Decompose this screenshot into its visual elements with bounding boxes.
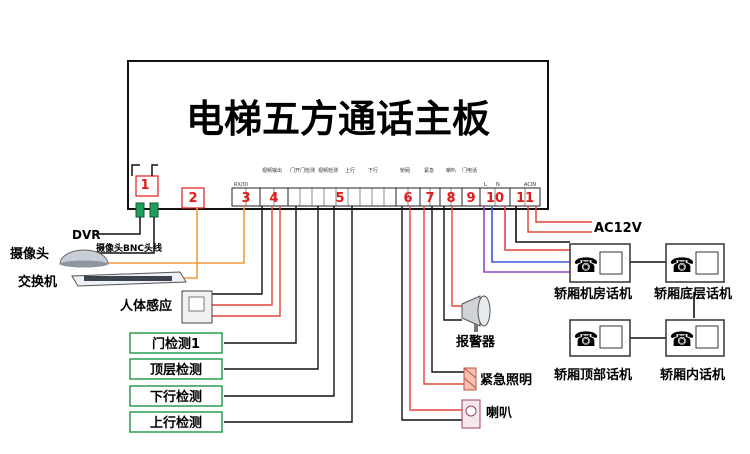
- ac-wire-1: [527, 206, 592, 233]
- terminal-number: 5: [335, 191, 344, 206]
- terminal-1-frame: [135, 175, 159, 197]
- phone-icon: ☎: [670, 253, 695, 277]
- dvr-label: DVR: [72, 228, 101, 242]
- tiny-label: 门电话: [462, 167, 477, 174]
- phone-wire-blue: [491, 206, 570, 263]
- switch-label: 交换机: [18, 274, 57, 290]
- camera-bnc-label: 摄像头BNC头线: [96, 242, 162, 254]
- board-title: 电梯五方通话主板: [186, 97, 490, 141]
- ac-wire-2: [535, 206, 592, 223]
- sensor-wire-black: [212, 206, 263, 295]
- tiny-label: L: [484, 182, 487, 188]
- phone-icon: ☎: [574, 327, 599, 351]
- terminal-number: 4: [269, 191, 278, 206]
- speaker-wire-black: [401, 206, 462, 421]
- phone-machine-room: ☎: [569, 243, 631, 283]
- detect-box-label: 上行检测: [150, 415, 202, 431]
- alarm-horn-icon: [461, 295, 491, 332]
- terminal-number: 8: [446, 191, 455, 206]
- camera-bnc-wire: [74, 217, 155, 254]
- terminal-number: 9: [466, 191, 475, 206]
- detect-box-2: 顶层检测: [129, 358, 223, 380]
- detect-box-label: 门检测1: [152, 336, 200, 352]
- switch-icon: [71, 271, 187, 287]
- phone-car-inside-label: 轿厢内话机: [660, 367, 725, 383]
- motion-sensor-icon: [181, 290, 213, 324]
- camera-orange-wire: [88, 206, 245, 264]
- sensor-wire-red-2: [212, 206, 281, 317]
- phone-car-inside: ☎: [665, 319, 725, 357]
- tiny-label: 紧急: [424, 167, 434, 174]
- speaker-label: 喇叭: [486, 405, 512, 421]
- terminal-2-frame: [181, 187, 205, 209]
- power-label: AC12V: [594, 221, 642, 236]
- detect-box-4: 上行检测: [129, 411, 223, 433]
- terminal-number: 2: [188, 191, 197, 206]
- terminal-strip: [231, 187, 541, 207]
- camera-icon: [59, 249, 109, 268]
- detect-wire-4: [224, 206, 353, 423]
- phone-wire-red: [504, 206, 570, 251]
- speaker-wire-red: [409, 206, 462, 411]
- terminal-number: 3: [241, 191, 250, 206]
- detect-box-label: 下行检测: [150, 389, 202, 405]
- dvr-connector: [135, 202, 145, 218]
- detect-box-1: 门检测1: [129, 332, 223, 354]
- camera-label: 摄像头: [10, 246, 49, 262]
- detect-wire-1: [224, 206, 297, 344]
- detect-wire-2: [224, 206, 319, 370]
- connector-pins: [131, 164, 158, 176]
- tiny-label: RX/DI: [234, 182, 248, 188]
- light-wire-red: [423, 206, 464, 385]
- bnc-connector: [149, 202, 159, 218]
- main-board: [127, 60, 549, 210]
- phone-pit: ☎: [665, 243, 725, 283]
- tiny-label: 视频检测: [318, 167, 338, 174]
- terminal-number: 7: [425, 191, 434, 206]
- phone-icon: ☎: [670, 327, 695, 351]
- switch-orange-wire: [184, 208, 198, 279]
- tiny-label: 上行: [345, 167, 355, 174]
- phone-car-top: ☎: [569, 319, 631, 357]
- phone-wire-black: [515, 206, 570, 243]
- terminal-number: 11: [516, 191, 534, 206]
- sensor-wire-red-1: [212, 206, 273, 306]
- detect-wire-3: [224, 206, 335, 397]
- alarm-wire-black: [443, 206, 462, 321]
- dvr-wire: [96, 217, 141, 235]
- tiny-label: 视频输出: [262, 167, 282, 174]
- tiny-label: 轿厢: [400, 167, 410, 174]
- alarm-wire-red: [451, 206, 462, 307]
- alarm-label: 报警器: [456, 334, 496, 350]
- terminal-number: 1: [140, 178, 149, 193]
- speaker-icon: [461, 399, 481, 429]
- detect-box-label: 顶层检测: [150, 362, 202, 378]
- tiny-label: 下行: [368, 167, 378, 174]
- motion-sensor-label: 人体感应: [120, 298, 172, 314]
- phone-machine-room-label: 轿厢机房话机: [554, 286, 632, 302]
- phone-wire-purple: [483, 206, 570, 273]
- detect-box-3: 下行检测: [129, 385, 223, 407]
- emergency-light-label: 紧急照明: [480, 372, 532, 388]
- emergency-light-icon: [463, 367, 477, 391]
- terminal-number: 6: [403, 191, 412, 206]
- phone-pit-label: 轿厢底层话机: [654, 286, 732, 302]
- tiny-label: 门开门检测: [290, 167, 315, 174]
- tiny-label: ACIN: [524, 182, 536, 188]
- tiny-label: N: [496, 182, 500, 188]
- phone-icon: ☎: [574, 253, 599, 277]
- light-wire-black: [431, 206, 464, 373]
- terminal-number: 10: [486, 191, 504, 206]
- tiny-label: 喇叭: [446, 167, 456, 174]
- tiny-label-row: RX/DI 视频输出 门开门检测 视频检测 上行 下行 轿厢 紧急 喇叭 门电话…: [234, 167, 536, 188]
- phone-car-top-label: 轿厢顶部话机: [554, 367, 632, 383]
- terminal-cells: [245, 188, 526, 206]
